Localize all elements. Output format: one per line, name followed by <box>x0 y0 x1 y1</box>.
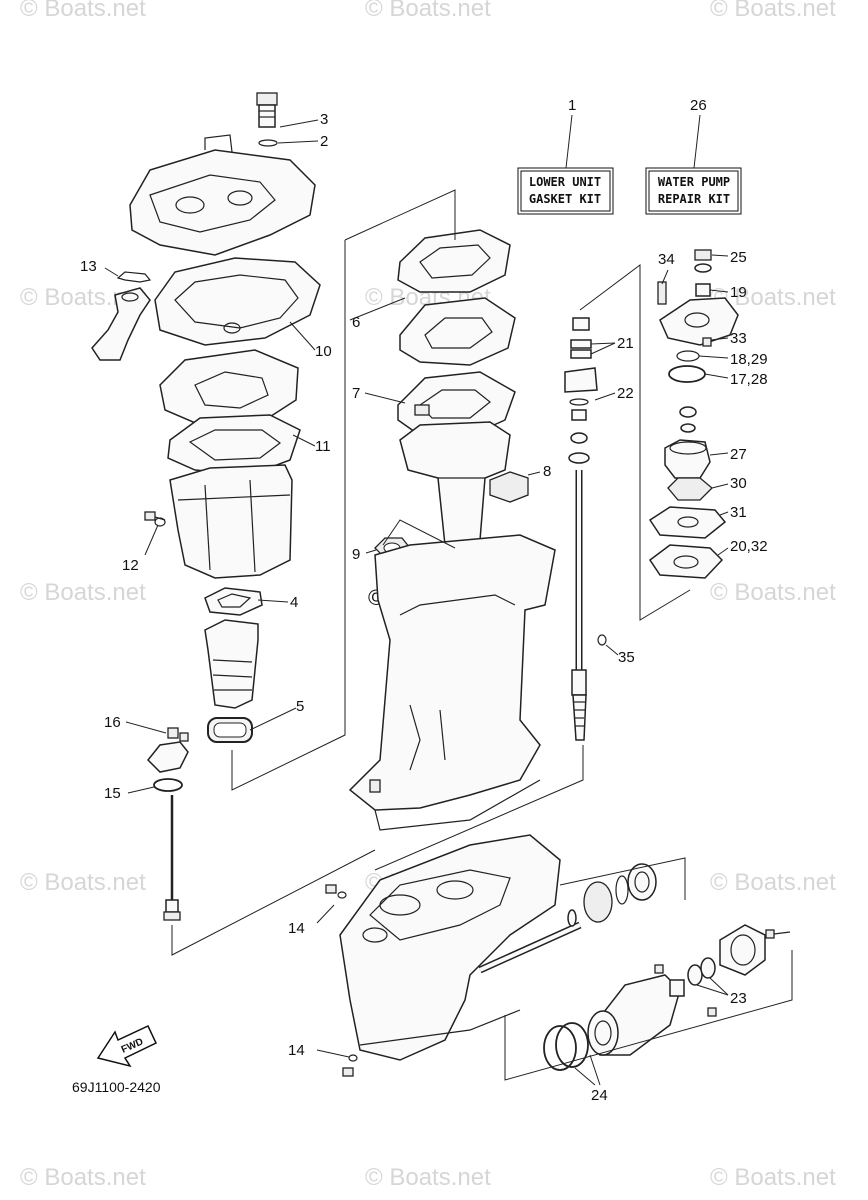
kit-label-line1: LOWER UNIT <box>529 175 601 189</box>
kit-label-line2: REPAIR KIT <box>658 192 730 206</box>
part-15-o-ring[interactable] <box>153 778 183 792</box>
diagram-code: 69J1100-2420 <box>72 1079 161 1095</box>
callout-27: 27 <box>730 446 747 463</box>
callout-24: 24 <box>591 1087 608 1104</box>
exhaust-manifold[interactable] <box>159 349 299 426</box>
callout-23: 23 <box>730 990 747 1007</box>
watermark: © Boats.net <box>710 579 836 606</box>
exhaust-housing[interactable] <box>169 464 293 579</box>
callout-17-28: 17,28 <box>730 371 768 388</box>
part-11-gasket[interactable] <box>167 414 301 476</box>
callout-labels: 1 2 3 4 5 6 7 8 9 10 11 12 13 14 14 15 1… <box>80 97 768 1104</box>
callout-12: 12 <box>122 557 139 574</box>
callout-35: 35 <box>618 649 635 666</box>
callout-20-32: 20,32 <box>730 538 768 555</box>
propeller-shaft[interactable] <box>478 921 582 974</box>
callout-13: 13 <box>80 258 97 275</box>
part-24-o-rings[interactable] <box>543 1022 589 1071</box>
callout-22: 22 <box>617 385 634 402</box>
kit-label-line2: GASKET KIT <box>529 192 601 206</box>
part-8-rubber-mount[interactable] <box>489 471 529 503</box>
drive-shaft-housing[interactable] <box>348 534 556 831</box>
callout-6: 6 <box>352 314 360 331</box>
callout-9: 9 <box>352 546 360 563</box>
water-pump-parts[interactable] <box>648 249 739 579</box>
callout-15: 15 <box>104 785 121 802</box>
drive-shaft-assembly[interactable] <box>564 317 598 741</box>
callout-7: 7 <box>352 385 360 402</box>
watermark: © Boats.net <box>365 1164 491 1191</box>
kit-box-lower-unit-gasket[interactable]: LOWER UNIT GASKET KIT <box>517 114 614 215</box>
part-3-fitting[interactable] <box>256 92 278 128</box>
shift-rod[interactable] <box>163 795 181 921</box>
watermark: © Boats.net <box>20 1164 146 1191</box>
callout-5: 5 <box>296 698 304 715</box>
callout-14: 14 <box>288 1042 305 1059</box>
callout-33: 33 <box>730 330 747 347</box>
callout-11: 11 <box>315 438 331 455</box>
forward-gear-assembly[interactable] <box>567 863 657 927</box>
watermark: © Boats.net <box>20 0 146 22</box>
watermark: © Boats.net <box>710 1164 836 1191</box>
kit-box-water-pump-repair[interactable]: WATER PUMP REPAIR KIT <box>645 114 742 215</box>
callout-26: 26 <box>690 97 707 114</box>
part-4-gasket[interactable] <box>204 587 263 616</box>
callout-3: 3 <box>320 111 328 128</box>
upper-casing[interactable] <box>399 421 511 546</box>
callout-19: 19 <box>730 284 747 301</box>
part-10-gasket[interactable] <box>154 257 321 346</box>
group-lines <box>171 189 793 1081</box>
part-5-seal[interactable] <box>207 717 253 743</box>
part-13-clip[interactable] <box>116 271 152 283</box>
part-16-bracket[interactable] <box>146 727 189 773</box>
callout-18-29: 18,29 <box>730 351 768 368</box>
watermark: © Boats.net <box>710 869 836 896</box>
fwd-arrow-icon: FWD <box>96 1025 157 1068</box>
part-35-circlip[interactable] <box>597 634 607 646</box>
exhaust-extension[interactable] <box>204 619 259 709</box>
callout-34: 34 <box>658 251 675 268</box>
callout-1: 1 <box>568 97 576 114</box>
reverse-gear-assembly[interactable] <box>719 924 791 976</box>
callout-16: 16 <box>104 714 121 731</box>
callout-2: 2 <box>320 133 328 150</box>
callout-4: 4 <box>290 594 298 611</box>
callout-30: 30 <box>730 475 747 492</box>
part-14-bolts[interactable] <box>325 884 358 1077</box>
kit-label-line1: WATER PUMP <box>658 175 730 189</box>
part-6-gasket[interactable] <box>397 229 511 293</box>
water-tube-bracket[interactable] <box>91 287 151 361</box>
upper-adapter-housing[interactable] <box>129 134 316 256</box>
callout-10: 10 <box>315 343 332 360</box>
watermark: © Boats.net <box>20 869 146 896</box>
part-12-bolt[interactable] <box>144 511 166 527</box>
callout-14: 14 <box>288 920 305 937</box>
propeller-shaft-housing[interactable] <box>587 957 717 1056</box>
callout-31: 31 <box>730 504 747 521</box>
callout-21: 21 <box>617 335 634 352</box>
callout-25: 25 <box>730 249 747 266</box>
callout-8: 8 <box>543 463 551 480</box>
watermark: © Boats.net <box>365 0 491 22</box>
watermark: © Boats.net <box>710 0 836 22</box>
watermark: © Boats.net <box>20 579 146 606</box>
upper-mount-plate[interactable] <box>399 297 516 366</box>
leader-lines <box>104 119 729 1086</box>
lower-casing[interactable] <box>339 834 561 1061</box>
part-2-o-ring[interactable] <box>258 139 278 147</box>
